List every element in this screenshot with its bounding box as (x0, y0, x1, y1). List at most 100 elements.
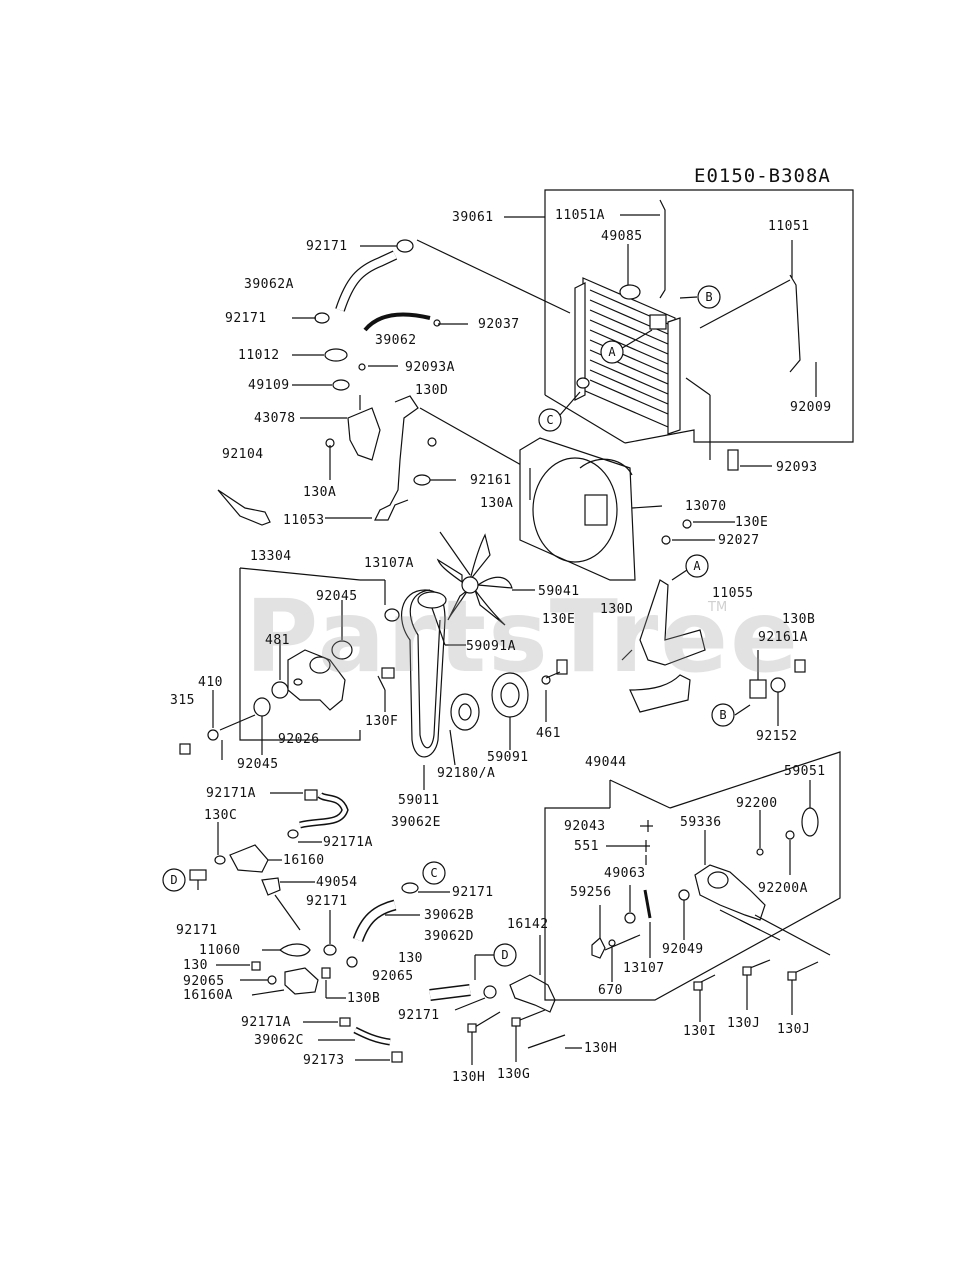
part-label: 92093 (776, 460, 818, 475)
part-label: 92171 (176, 923, 218, 938)
part-label: 92171 (398, 1008, 440, 1023)
part-label: 13304 (250, 549, 292, 564)
part-label: 130H (452, 1070, 486, 1085)
part-label: 11051A (555, 208, 605, 223)
part-label: 11053 (283, 513, 325, 528)
part-label: 92171A (206, 786, 256, 801)
part-label: 92104 (222, 447, 264, 462)
fan-shroud (519, 437, 636, 581)
radiator-group-bracket (544, 189, 854, 444)
bracket-11055 (639, 579, 706, 666)
pump-body-59336 (694, 864, 766, 921)
part-label: 130B (347, 991, 381, 1006)
part-label: 59336 (680, 815, 722, 830)
part-label: 59091 (487, 750, 529, 765)
part-label: 130G (497, 1067, 531, 1082)
part-label: 92171 (225, 311, 267, 326)
part-label: 11012 (238, 348, 280, 363)
part-label: 59051 (784, 764, 826, 779)
part-label: 92171A (323, 835, 373, 850)
callout-a-upper: A (608, 345, 616, 359)
part-label: 39062 (375, 333, 417, 348)
part-label: 92173 (303, 1053, 345, 1068)
part-label: 130B (782, 612, 816, 627)
part-label: 16160A (183, 988, 233, 1003)
fan-59041 (436, 533, 513, 626)
watermark: PartsTree (245, 578, 800, 695)
part-label: 39061 (452, 210, 494, 225)
part-label: 551 (574, 839, 599, 854)
part-label: 49063 (604, 866, 646, 881)
part-label: 43078 (254, 411, 296, 426)
part-label: 49085 (601, 229, 643, 244)
part-label: 49044 (585, 755, 627, 770)
part-label: 59091A (466, 639, 516, 654)
part-label: 670 (598, 983, 623, 998)
part-label: 13107 (623, 961, 665, 976)
part-label: 59041 (538, 584, 580, 599)
part-label: 49109 (248, 378, 290, 393)
part-label: 92161A (758, 630, 808, 645)
part-label: 130D (415, 383, 449, 398)
part-label: 130I (683, 1024, 717, 1039)
part-label: 130C (204, 808, 238, 823)
part-label: 92200A (758, 881, 808, 896)
part-label: 92009 (790, 400, 832, 415)
part-label: 92171A (241, 1015, 291, 1030)
part-label: 410 (198, 675, 223, 690)
part-label: 315 (170, 693, 195, 708)
part-label: 39062D (424, 929, 474, 944)
part-label: 11051 (768, 219, 810, 234)
part-label: 130E (735, 515, 769, 530)
part-label: 59011 (398, 793, 440, 808)
part-label: 92065 (183, 974, 225, 989)
part-label: 92045 (237, 757, 279, 772)
callout-d-left: D (170, 873, 177, 887)
part-label: 130J (777, 1022, 811, 1037)
watermark-tm: TM (708, 600, 728, 615)
part-label: 130 (183, 958, 208, 973)
callout-d-lower: D (501, 948, 508, 962)
part-label: 130A (303, 485, 337, 500)
part-label: 92152 (756, 729, 798, 744)
part-label: 92065 (372, 969, 414, 984)
gear-59051 (801, 807, 819, 837)
part-label: 92180/A (437, 766, 496, 781)
part-label: 92049 (662, 942, 704, 957)
pump-housing (287, 649, 346, 711)
callout-c-upper: C (546, 413, 553, 427)
part-label: 11060 (199, 943, 241, 958)
part-label: 92045 (316, 589, 358, 604)
part-label: 59256 (570, 885, 612, 900)
part-label: 130E (542, 612, 576, 627)
part-label: 92161 (470, 473, 512, 488)
part-label: 92171 (306, 894, 348, 909)
part-label: 92026 (278, 732, 320, 747)
part-label: 13070 (685, 499, 727, 514)
part-label: 39062A (244, 277, 294, 292)
part-label: 11055 (712, 586, 754, 601)
part-label: 92200 (736, 796, 778, 811)
callout-c-lower: C (430, 866, 437, 880)
thermostat-housing-16160 (229, 844, 269, 873)
part-label: 13107A (364, 556, 414, 571)
part-label: 130 (398, 951, 423, 966)
part-label: 481 (265, 633, 290, 648)
pump-group-bracket (239, 568, 361, 741)
diagram-id: E0150-B308A (694, 165, 831, 187)
part-label: 92171 (452, 885, 494, 900)
part-label: 130H (584, 1041, 618, 1056)
part-label: 130F (365, 714, 399, 729)
part-label: 39062B (424, 908, 474, 923)
water-pump-16142 (509, 974, 556, 1013)
part-label: 92043 (564, 819, 606, 834)
part-label: 92037 (478, 317, 520, 332)
part-label: 49054 (316, 875, 358, 890)
part-label: 39062C (254, 1033, 304, 1048)
part-label: 16142 (507, 917, 549, 932)
part-label: 461 (536, 726, 561, 741)
callout-a-lower: A (693, 559, 701, 573)
part-label: 92027 (718, 533, 760, 548)
part-label: 92171 (306, 239, 348, 254)
